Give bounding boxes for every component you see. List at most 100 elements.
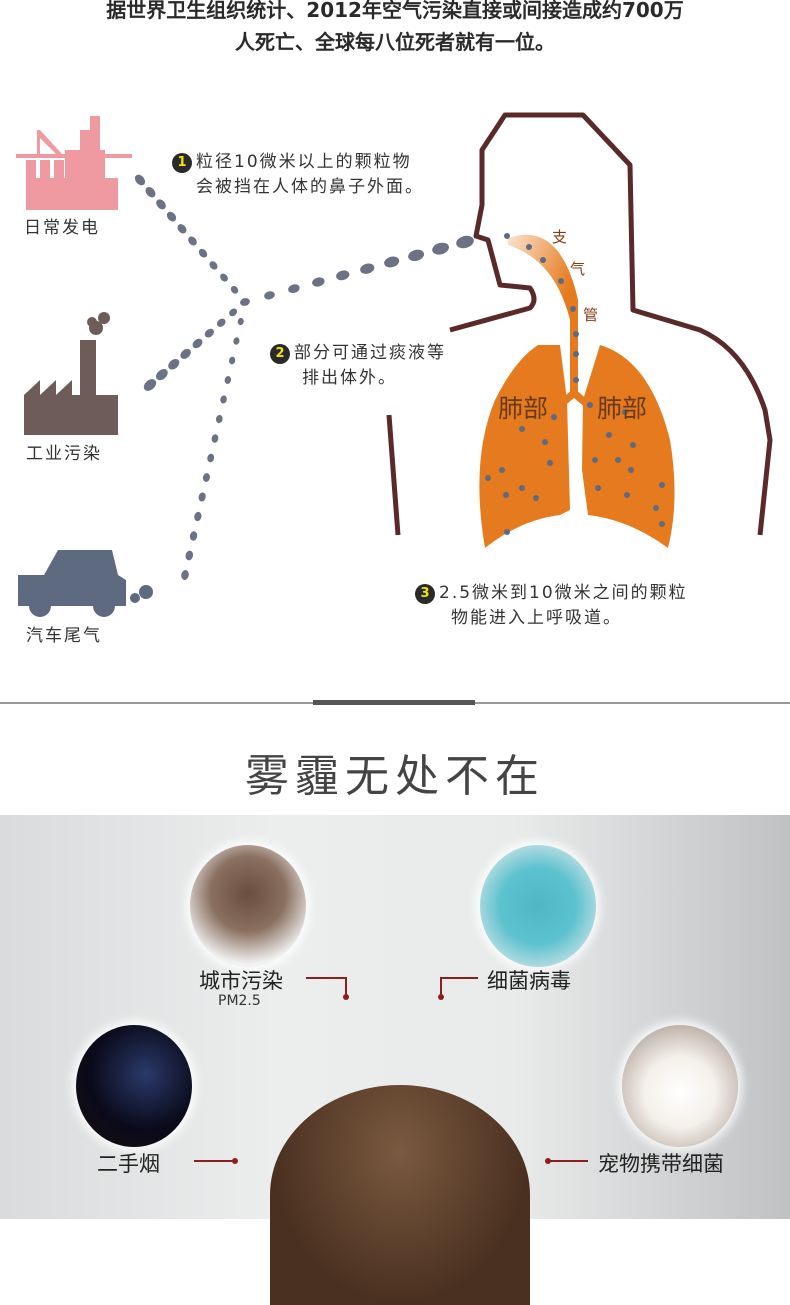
car-icon [18, 550, 153, 617]
particle [526, 244, 532, 250]
trachea-label-1: 支 [552, 228, 568, 246]
intro-text: 据世界卫生组织统计、2012年空气污染直接或间接造成约700万 人死亡、全球每八… [0, 0, 790, 58]
particle [653, 505, 659, 511]
cause-label-city: 城市污染 [199, 969, 283, 993]
particle [166, 211, 177, 222]
connector-dot [438, 994, 444, 1000]
particle [216, 318, 226, 327]
particle [202, 473, 210, 482]
pollution-diagram [16, 112, 773, 617]
particle [624, 492, 630, 498]
particle [628, 467, 634, 473]
person-head-photo [270, 1085, 530, 1305]
particle [587, 402, 593, 408]
particle [220, 273, 228, 282]
particle [134, 174, 146, 186]
particle [188, 236, 197, 246]
connector-smoke [194, 1160, 234, 1162]
particle [336, 270, 350, 281]
particle [384, 256, 400, 268]
particle [615, 457, 621, 463]
note-number-3: 3 [415, 584, 435, 604]
particle [181, 570, 189, 580]
smog-sources-panel: 城市污染 PM2.5 细菌病毒 二手烟 宠物携带细菌 [0, 815, 790, 1305]
cause-label-bacteria: 细菌病毒 [487, 969, 571, 993]
secondhand-smoke-image [76, 1025, 192, 1147]
particle [229, 308, 238, 317]
particle [519, 426, 525, 432]
right-lung [582, 345, 675, 548]
note-2-line-1: 部分可通过痰液等 [294, 343, 446, 363]
particle [547, 460, 553, 466]
particle [204, 328, 214, 338]
cause-label-smoke: 二手烟 [97, 1152, 160, 1176]
particle [177, 224, 187, 234]
particle [659, 521, 665, 527]
particle [229, 356, 236, 365]
particle [312, 277, 325, 287]
particle [240, 298, 250, 306]
trachea-label-3: 管 [583, 306, 599, 324]
lung-particles [485, 233, 665, 535]
particle [542, 439, 548, 445]
particle [209, 261, 218, 270]
particle [551, 414, 557, 420]
section-title: 雾霾无处不在 [245, 751, 545, 802]
note-3-line-1: 2.5微米到10微米之间的颗粒 [439, 583, 688, 603]
particle [220, 395, 227, 404]
particle [180, 348, 191, 359]
particle [622, 409, 628, 415]
particle [558, 278, 564, 284]
particle [592, 457, 598, 463]
particle [198, 248, 208, 258]
particle [595, 485, 601, 491]
note-number-2: 2 [270, 344, 290, 364]
particle [504, 529, 510, 535]
particle [192, 338, 203, 349]
connector-dot [545, 1158, 551, 1164]
left-lung [479, 345, 570, 548]
note-number-1: 1 [172, 153, 192, 173]
lung-label-right: 肺部 [597, 394, 648, 423]
particle [189, 531, 198, 541]
particle [215, 414, 223, 424]
particle [485, 475, 491, 481]
factory-icon [24, 312, 118, 435]
connector-dot [343, 994, 349, 1000]
note-1-line-2: 会被挡在人体的鼻子外面。 [196, 177, 424, 197]
note-1-line-1: 粒径10微米以上的颗粒物 [196, 152, 412, 172]
particle [230, 285, 239, 294]
particle [499, 467, 505, 473]
particle [198, 492, 206, 502]
particle [659, 482, 665, 488]
particle [573, 377, 579, 383]
particle [156, 369, 168, 381]
lung-label-left: 肺部 [498, 394, 549, 423]
intro-line-2: 人死亡、全球每八位死者就有一位。 [235, 30, 555, 54]
connector-pet [548, 1160, 588, 1162]
particle [207, 453, 215, 463]
particle [570, 306, 576, 312]
particle [360, 263, 375, 274]
particle [264, 291, 275, 300]
trachea [508, 234, 578, 395]
particle [573, 351, 579, 357]
particle [504, 233, 510, 239]
pet-image [622, 1025, 738, 1147]
source-label-industry: 工业污染 [26, 444, 102, 464]
particle [211, 434, 219, 443]
city-pollution-image [190, 845, 306, 967]
particle [540, 257, 546, 263]
connector-dot [232, 1158, 238, 1164]
note-2-line-2: 排出体外。 [302, 368, 397, 388]
particle [233, 337, 240, 345]
particle [156, 199, 166, 210]
particle [456, 235, 474, 249]
particle [288, 284, 300, 294]
particle [145, 187, 156, 198]
particle [432, 242, 449, 255]
cause-label-pet: 宠物携带细菌 [598, 1152, 724, 1176]
particle [408, 249, 425, 262]
particle [606, 432, 612, 438]
